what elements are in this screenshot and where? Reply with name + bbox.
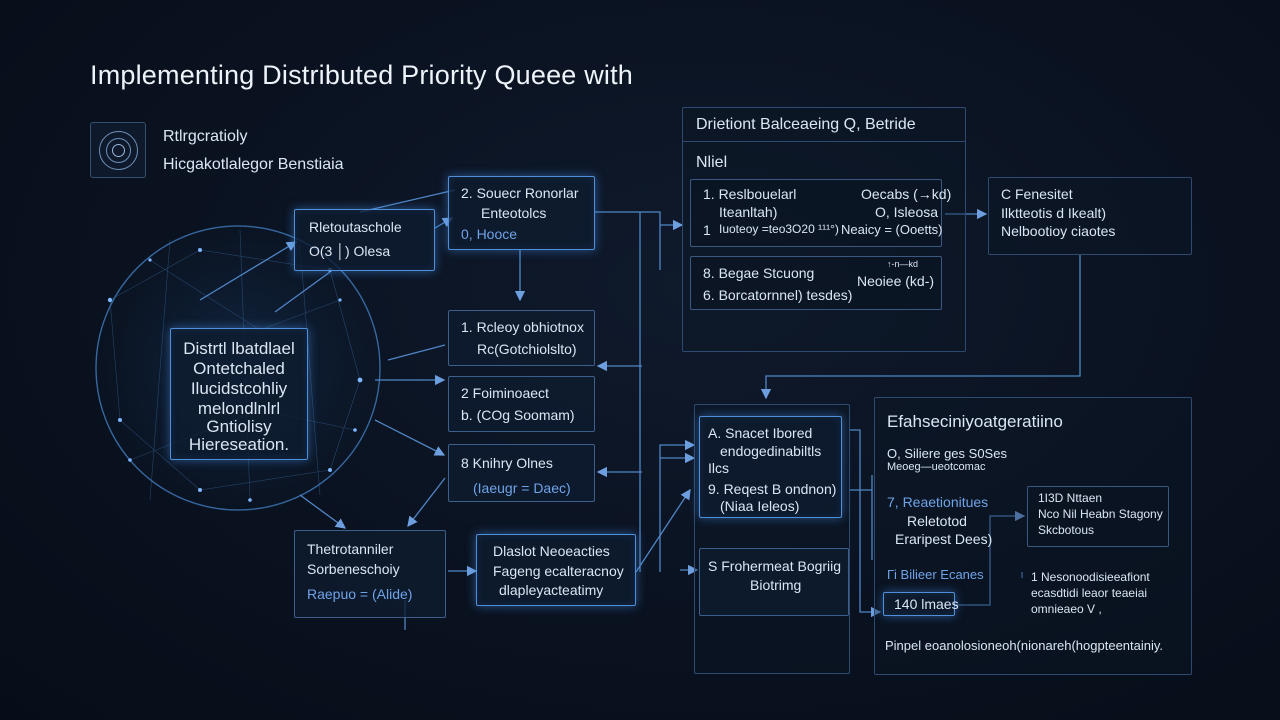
row-small: ↑‐n—kd [887, 259, 919, 269]
row-label: Iteanltah) [719, 204, 778, 220]
node-line: Raepuo = (Alide) [307, 586, 413, 602]
center-node-line: Gntiolisy [206, 417, 272, 436]
note-line: omnieaeo V , [1031, 602, 1102, 616]
node-left-top: Rletoutaschole O(3 │) Olesa [294, 209, 435, 271]
item-line: (Niaa Ieleos) [720, 498, 800, 514]
info-line: Nelbootioy ciaotes [1001, 223, 1116, 239]
center-node-line: Distrtl lbatdlael [183, 339, 295, 358]
node-line: O(3 │) Olesa [309, 243, 391, 259]
monitoring-item: Reletotod [907, 513, 967, 529]
node-bottom-mid: Dlaslot Neoeacties Fageng ecalteracnoy d… [476, 534, 636, 606]
monitoring-sub: O, Siliere ges S0Ses [887, 446, 1007, 461]
row-label: 8. Begae Stcuong [703, 265, 815, 281]
row-label: Iuoteoy =teo3O20 ¹¹¹°) [719, 222, 839, 236]
row-label: 6. Borcatornnel) tesdes) [703, 287, 853, 303]
footer-text: Pinpel eoanolosioneoh(nionareh(hogpteent… [885, 638, 1164, 653]
item-line: A. Snacet Ibored [708, 425, 813, 441]
node-line: Rc(Gotchiolslto) [477, 341, 577, 357]
node-mid-3: 8 Knihry Olnes (Iaeugr = Daec) [448, 444, 595, 502]
node-line: 0, Hooce [461, 226, 518, 242]
node-mid-2: 2 Foiminoaect b. (COg Soomam) [448, 376, 595, 432]
info-line: C Fenesitet [1001, 186, 1073, 202]
node-line: b. (COg Soomam) [461, 407, 575, 423]
node-bottom-left: Thetrotanniler Sorbeneschoiy Raepuo = (A… [294, 530, 446, 618]
node-line: 8 Knihry Olnes [461, 455, 553, 471]
page-title: Implementing Distributed Priority Queee … [90, 60, 634, 90]
node-line: Thetrotanniler [307, 541, 394, 557]
note-line: ecasdtidi leaor teaeiai [1031, 586, 1148, 600]
node-mid-1: 1. Rcleoy obhiotnox Rc(Gotchiolslto) [448, 310, 595, 366]
node-line: Dlaslot Neoeacties [493, 543, 610, 559]
monitoring-item: Гі Bilieer Ecanes [887, 567, 984, 582]
center-node-line: Ilucidstcohliy [190, 379, 288, 398]
panel-subtitle: Nliel [696, 154, 728, 171]
stats-box: 1I3D Nttaen Nco Nil Heabn Stagony Skcbot… [1027, 486, 1169, 547]
row-value: Neoiee (kd‑) [857, 273, 935, 289]
row-value: O, Isleosa [875, 204, 939, 220]
stats-line: Nco Nil Heabn Stagony [1038, 507, 1163, 521]
info-line: Ilktteotis d Ikealt) [1001, 205, 1107, 221]
monitoring-title: Efahseciniyoatgeratiino [887, 412, 1063, 431]
count-text: 140 lmaes [894, 596, 959, 612]
item-line: Biotrimg [750, 577, 802, 593]
row-prefix: 1 [703, 222, 711, 238]
node-line: Sorbeneschoiy [307, 561, 400, 577]
item-line: S Frohermeat Bogriig [708, 558, 842, 574]
monitoring-item: Eraripest Dees) [895, 531, 993, 547]
node-line: (Iaeugr = Daec) [473, 480, 571, 496]
count-badge: 140 lmaes [883, 592, 959, 616]
header-line1: Rtlrgcratioly [163, 128, 248, 145]
row-value: Neaicy = (Ooetts) [841, 222, 943, 237]
node-top: 2. Souecr Ronorlar Enteotolcs 0, Hooce [448, 176, 595, 250]
node-line: Fageng ecalteracnoy [493, 563, 624, 579]
node-line: 2. Souecr Ronorlar [461, 185, 579, 201]
panel-title: Drietiont Balceaeing Q, Betride [696, 116, 916, 133]
request-item-3: S Frohermeat Bogriig Biotrimg [699, 548, 849, 616]
item-line: 9. Reqest B ondnon) [708, 481, 837, 497]
info-box-right: C Fenesitet Ilktteotis d Ikealt) Nelboot… [988, 177, 1192, 255]
center-node-line: Hiereseation. [188, 435, 290, 454]
node-line: 2 Foiminoaect [461, 385, 549, 401]
stats-line: Skcbotous [1038, 523, 1095, 537]
panel-box-2: 8. Begae Stcuong ↑‐n—kd Neoiee (kd‑) 6. … [690, 256, 942, 310]
row-label: 1. Reslbouelarl [703, 186, 797, 202]
monitoring-sub: Meoeg—ueotcomac [887, 461, 986, 473]
note-line: 1 Nesonoodisieeafiont [1031, 570, 1150, 584]
balancing-panel: Drietiont Balceaeing Q, Betride Nliel 1.… [682, 107, 966, 352]
item-line: Ilcs [708, 460, 729, 476]
node-line: 1. Rcleoy obhiotnox [461, 319, 584, 335]
center-node-line: melondlnlrl [197, 399, 281, 418]
panel-box-1: 1. Reslbouelarl Oecabs (→kd) Iteanltah) … [690, 179, 951, 247]
header-line2: Hicgakotlalegor Benstiaia [163, 156, 344, 173]
center-node-line: Ontetchaled [193, 359, 285, 378]
center-node: Distrtl lbatdlael Ontetchaled Ilucidstco… [170, 328, 308, 460]
node-line: Enteotolcs [481, 205, 547, 221]
monitoring-panel: Efahseciniyoatgeratiino O, Siliere ges S… [874, 397, 1192, 675]
row-value: Oecabs (→kd) [861, 186, 952, 202]
monitoring-item: 7, Reaetionitues [887, 494, 989, 510]
node-line: dlapleyacteatimy [499, 582, 604, 598]
stats-line: 1I3D Nttaen [1038, 491, 1103, 505]
node-line: Rletoutaschole [309, 219, 402, 235]
radar-icon [90, 122, 146, 178]
item-line: endogedinabiltls [720, 443, 822, 459]
request-item-1: A. Snacet Ibored endogedinabiltls Ilcs 9… [699, 416, 842, 518]
